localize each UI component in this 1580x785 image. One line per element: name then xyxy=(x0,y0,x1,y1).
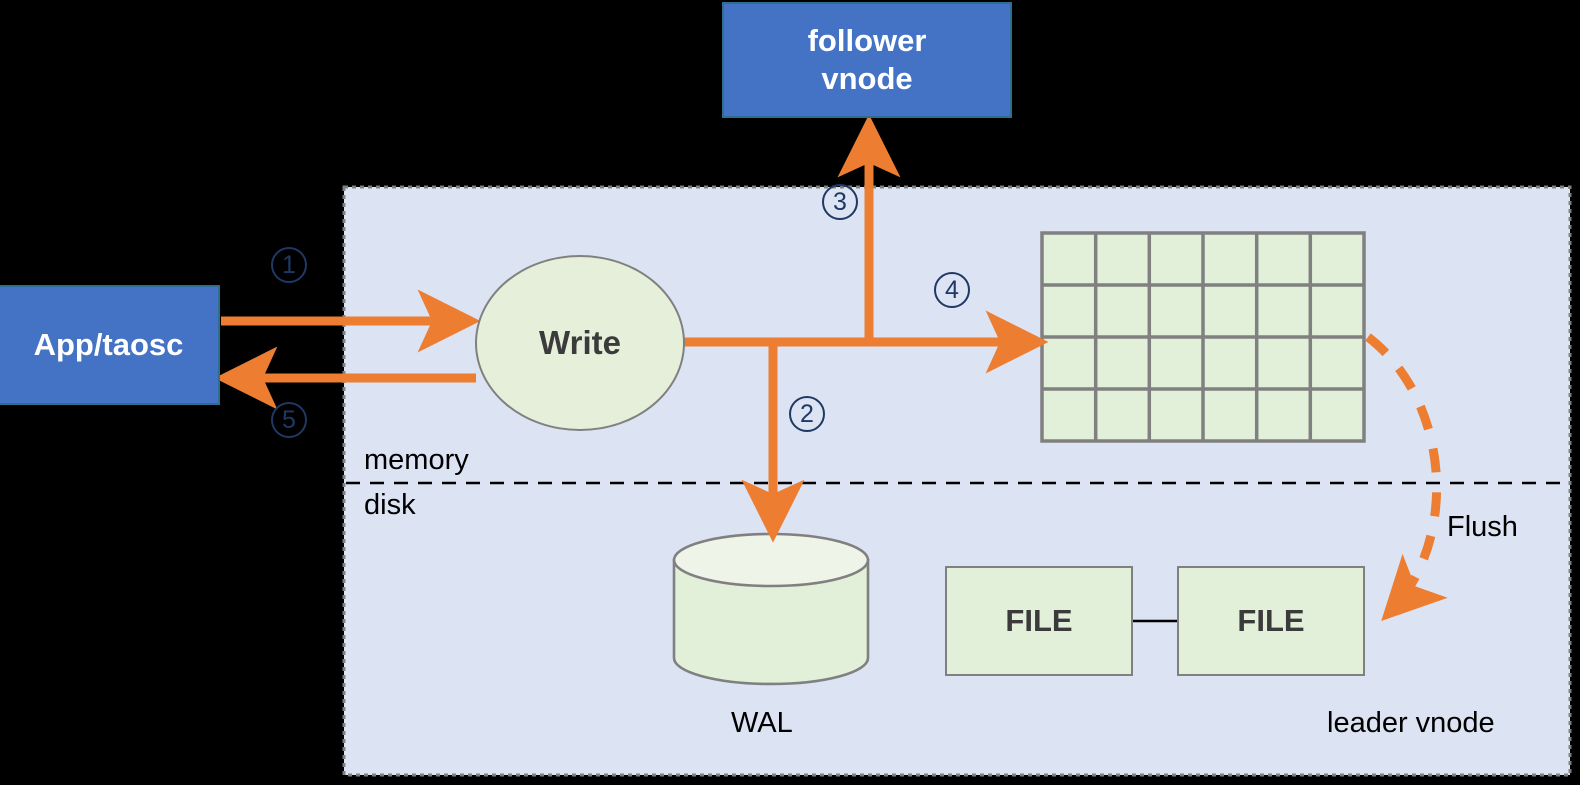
step-badge-2: 2 xyxy=(789,396,825,432)
follower-vnode-label-line2: vnode xyxy=(821,61,913,96)
memory-label: memory xyxy=(364,444,469,476)
file-box-b[interactable]: FILE xyxy=(1177,566,1365,676)
memtable-grid xyxy=(1040,231,1366,443)
write-label: Write xyxy=(539,324,621,361)
disk-label: disk xyxy=(364,489,416,521)
follower-vnode-label-line1: follower xyxy=(807,23,927,59)
write-node[interactable]: Write xyxy=(475,255,685,431)
wal-cylinder xyxy=(672,532,870,686)
step-badge-3: 3 xyxy=(822,184,858,220)
follower-vnode-box[interactable]: follower vnode xyxy=(722,2,1012,118)
wal-label: WAL xyxy=(731,707,793,739)
app-taosc-label: App/taosc xyxy=(33,327,184,362)
step-badge-4: 4 xyxy=(934,272,970,308)
flush-label: Flush xyxy=(1447,511,1518,543)
file-box-a[interactable]: FILE xyxy=(945,566,1133,676)
file-b-label: FILE xyxy=(1237,603,1305,638)
file-a-label: FILE xyxy=(1005,603,1073,638)
step-badge-5: 5 xyxy=(271,402,307,438)
leader-vnode-label: leader vnode xyxy=(1327,707,1495,739)
step-badge-1: 1 xyxy=(271,247,307,283)
edge-flush-dashed-arc xyxy=(1365,333,1448,622)
app-taosc-box[interactable]: App/taosc xyxy=(0,285,220,405)
